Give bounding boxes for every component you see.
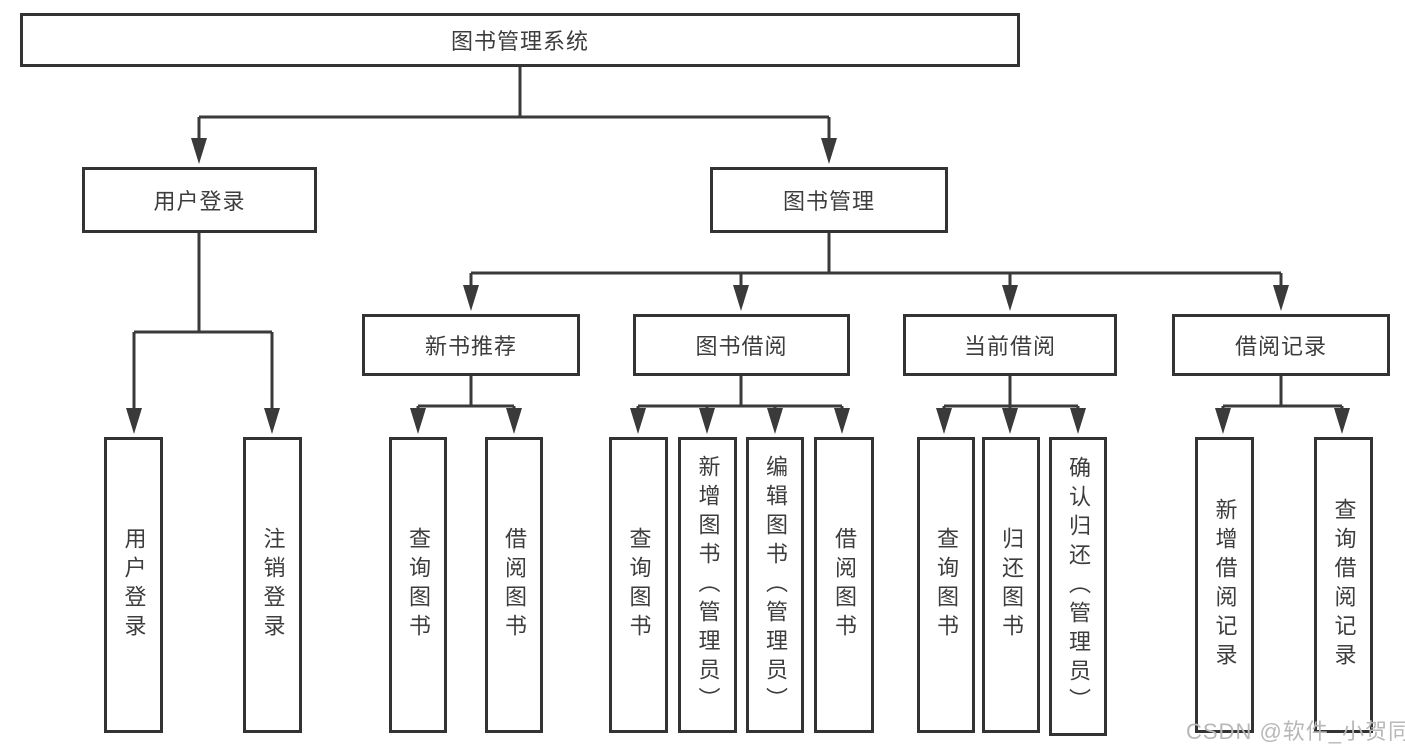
leaf-add-books-admin: 新增图书（管理员）	[678, 437, 737, 733]
node-book-borrow: 图书借阅	[633, 314, 850, 376]
leaf-borrow-books-recommend: 借阅图书	[485, 437, 543, 733]
leaf-user-login: 用户登录	[104, 437, 163, 733]
leaf-confirm-return-admin: 确认归还（管理员）	[1049, 437, 1107, 736]
node-borrow-records: 借阅记录	[1172, 314, 1390, 376]
node-new-book-recommend: 新书推荐	[362, 314, 580, 376]
leaf-query-books-current: 查询图书	[917, 437, 975, 733]
leaf-edit-books-admin: 编辑图书（管理员）	[746, 437, 804, 733]
leaf-borrow-books: 借阅图书	[814, 437, 874, 733]
node-root-system: 图书管理系统	[20, 13, 1020, 67]
leaf-query-books-recommend: 查询图书	[389, 437, 447, 733]
leaf-query-books-borrow: 查询图书	[609, 437, 668, 733]
leaf-query-borrow-record: 查询借阅记录	[1314, 437, 1373, 733]
leaf-return-books: 归还图书	[982, 437, 1040, 733]
node-current-borrow: 当前借阅	[903, 314, 1117, 376]
arrowheads	[126, 138, 1350, 434]
leaf-logout: 注销登录	[243, 437, 302, 733]
leaf-add-borrow-record: 新增借阅记录	[1195, 437, 1254, 733]
csdn-watermark: CSDN @软件_小贺同学	[1186, 719, 1405, 744]
node-user-login: 用户登录	[82, 167, 317, 233]
node-book-management: 图书管理	[710, 167, 948, 233]
